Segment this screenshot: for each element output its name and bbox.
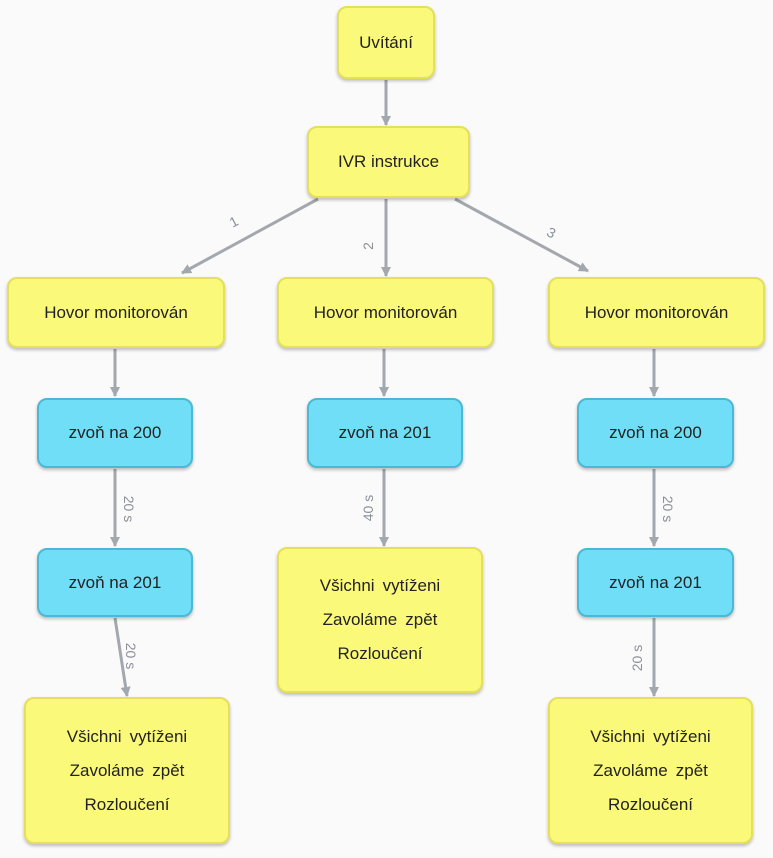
edge-ring-1b-busy-1 — [113, 617, 131, 697]
busy-1-line1-word2: vytíženi — [129, 726, 188, 746]
node-ring-1a: zvoň na 200 — [37, 398, 193, 468]
busy-3-line3: Rozloučení — [607, 794, 694, 814]
edge-label-timeout-1a: 20 s — [121, 496, 137, 522]
node-ring-2a-label: zvoň na 201 — [338, 423, 432, 442]
node-welcome-label: Uvítání — [359, 32, 413, 52]
node-monitored-2-label: Hovor monitorován — [313, 302, 458, 322]
node-ring-3b-label: zvoň na 201 — [609, 572, 702, 592]
busy-3-line1-word1: Všichni — [590, 726, 646, 746]
edge-ivr-mon-3 — [454, 197, 589, 273]
node-welcome: Uvítání — [337, 6, 435, 79]
node-all-busy-3: Všichni vytíženi Zavoláme zpět Rozloučení — [548, 697, 753, 844]
busy-2-line2-word1: Zavoláme — [322, 610, 398, 629]
edge-label-option-1: 1 — [226, 213, 241, 231]
node-ring-1a-label: zvoň na 200 — [68, 423, 162, 442]
node-ring-1b-label: zvoň na 201 — [68, 572, 162, 592]
busy-3-line2-word2: zpět — [675, 760, 708, 780]
node-ring-3a-label: zvoň na 200 — [609, 423, 702, 442]
node-ring-3a: zvoň na 200 — [577, 398, 734, 468]
busy-2-line3: Rozloučení — [337, 644, 423, 663]
edge-label-timeout-1b: 20 s — [123, 643, 139, 669]
busy-1-line2-word2: zpět — [152, 760, 185, 780]
node-monitored-3: Hovor monitorován — [548, 277, 765, 348]
busy-1-line1-word1: Všichni — [66, 726, 122, 746]
node-monitored-3-label: Hovor monitorován — [584, 302, 729, 322]
node-monitored-1: Hovor monitorován — [7, 277, 225, 348]
busy-2-line2-word2: zpět — [405, 610, 438, 629]
node-all-busy-2: Všichni vytíženi Zavoláme zpět Rozloučení — [277, 547, 483, 693]
node-ring-1b: zvoň na 201 — [37, 548, 193, 617]
busy-3-line1-word2: vytíženi — [653, 726, 711, 746]
node-monitored-1-label: Hovor monitorován — [44, 302, 188, 322]
busy-2-line1-word2: vytíženi — [382, 576, 441, 595]
busy-3-line2-word1: Zavoláme — [593, 760, 668, 780]
node-ivr-instructions: IVR instrukce — [307, 126, 470, 198]
edge-label-option-2: 2 — [360, 242, 376, 250]
edge-ivr-mon-1 — [181, 197, 319, 275]
busy-1-line3: Rozloučení — [84, 794, 170, 814]
edge-label-timeout-3b: 20 s — [629, 645, 645, 671]
node-all-busy-1: Všichni vytíženi Zavoláme zpět Rozloučení — [24, 697, 230, 844]
node-ivr-label: IVR instrukce — [337, 152, 440, 171]
edge-label-timeout-3a: 20 s — [660, 496, 676, 522]
edge-label-option-3: 3 — [544, 224, 559, 242]
node-ring-2a: zvoň na 201 — [307, 398, 463, 468]
node-ring-3b: zvoň na 201 — [577, 548, 734, 617]
node-monitored-2: Hovor monitorován — [277, 277, 494, 348]
edge-label-timeout-2: 40 s — [360, 495, 376, 521]
busy-1-line2-word1: Zavoláme — [69, 760, 145, 780]
busy-2-line1-word1: Všichni — [319, 576, 375, 595]
